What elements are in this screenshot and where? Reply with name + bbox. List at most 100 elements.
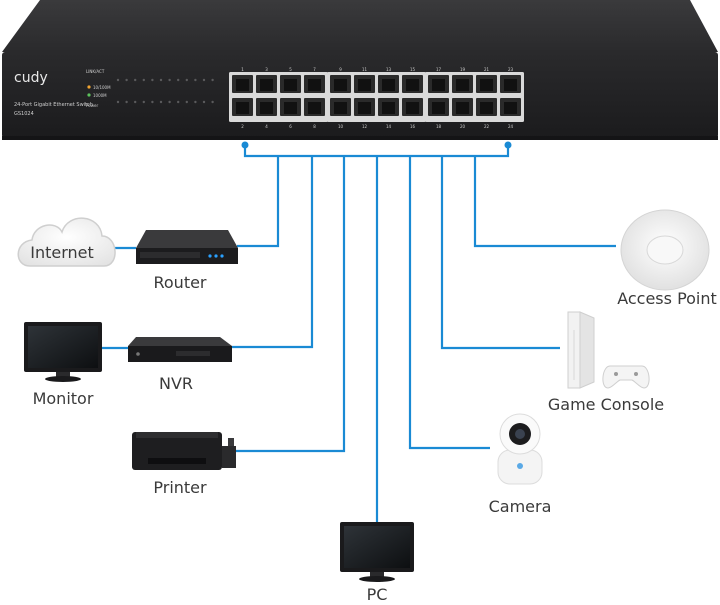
gamepad-icon (602, 365, 650, 389)
port-number-label: 16 (410, 124, 416, 129)
port-led (134, 78, 137, 82)
port-led (168, 100, 171, 104)
port-number-label: 23 (508, 67, 514, 72)
port-bank (327, 72, 426, 122)
game-console-label: Game Console (548, 395, 664, 414)
port-number-label: 10 (338, 124, 344, 129)
port-led (151, 100, 154, 104)
port-led (125, 78, 128, 82)
port-number-label: 11 (362, 67, 368, 72)
port-number-label: 21 (484, 67, 490, 72)
wire-router (237, 156, 280, 248)
port-socket (456, 102, 469, 114)
pc-label: PC (367, 585, 388, 604)
port-number-label: 20 (460, 124, 466, 129)
port-socket (284, 102, 297, 114)
switch-top (2, 0, 718, 52)
port-led (159, 100, 163, 104)
port-led (134, 100, 137, 104)
switch-model-code: GS1024 (14, 111, 34, 117)
wire-printer (236, 156, 346, 453)
port-led (159, 78, 163, 82)
led-legend-10-100m: 10/100M (93, 85, 111, 90)
port-bank (229, 72, 328, 122)
port-led (116, 100, 120, 104)
switch-model-line: 24-Port Gigabit Ethernet Switch (14, 102, 93, 108)
nvr-label: NVR (159, 374, 193, 393)
port-number-label: 3 (265, 67, 268, 72)
led-indicator-10-100m (87, 85, 91, 89)
port-socket (358, 79, 371, 91)
port-led (125, 100, 128, 104)
port-number-label: 19 (460, 67, 466, 72)
port-socket (236, 102, 249, 114)
wire-game-console (440, 156, 560, 350)
port-led (194, 78, 197, 82)
led-legend-power: Power (86, 103, 98, 108)
port-number-label: 8 (313, 124, 316, 129)
port-socket (260, 102, 273, 114)
port-led (211, 78, 214, 82)
port-led (211, 100, 214, 104)
port-number-label: 4 (265, 124, 268, 129)
port-socket (382, 102, 395, 114)
port-number-label: 7 (313, 67, 316, 72)
port-socket (334, 79, 347, 91)
port-number-label: 5 (289, 67, 292, 72)
monitor-label: Monitor (33, 389, 94, 408)
camera-icon (497, 413, 543, 485)
port-socket (432, 79, 445, 91)
port-socket (504, 102, 517, 114)
wire-nvr (232, 156, 314, 349)
connection-wires (102, 141, 616, 522)
port-socket (406, 102, 419, 114)
port-number-label: 9 (339, 67, 342, 72)
port-number-label: 15 (410, 67, 416, 72)
router-icon (136, 230, 238, 264)
port-socket (236, 79, 249, 91)
port-number-label: 6 (289, 124, 292, 129)
access-point-icon (620, 209, 710, 291)
port-socket (480, 79, 493, 91)
port-socket (308, 102, 321, 114)
wire-access-point (473, 156, 616, 248)
port-number-label: 17 (436, 67, 442, 72)
port-led (142, 100, 145, 104)
port-number-label: 12 (362, 124, 368, 129)
network-switch: cudy 24-Port Gigabit Ethernet Switch GS1… (2, 0, 718, 140)
port-led (168, 78, 171, 82)
port-bank (425, 72, 524, 122)
port-led (185, 100, 188, 104)
led-legend-1000m: 1000M (93, 93, 107, 98)
port-socket (432, 102, 445, 114)
printer-icon (132, 432, 236, 470)
port-socket (358, 102, 371, 114)
pc-monitor-icon (340, 522, 414, 582)
led-indicator-1000m (87, 93, 91, 97)
port-number-label: 18 (436, 124, 442, 129)
monitor-icon (24, 322, 102, 382)
led-grid (116, 78, 214, 104)
port-socket (504, 79, 517, 91)
port-led (202, 78, 206, 82)
port-number-label: 14 (386, 124, 392, 129)
port-socket (284, 79, 297, 91)
port-led (151, 78, 154, 82)
port-led (202, 100, 206, 104)
router-label: Router (153, 273, 206, 292)
port-socket (406, 79, 419, 91)
port-number-label: 24 (508, 124, 514, 129)
port-number-label: 2 (241, 124, 244, 129)
port-socket (456, 79, 469, 91)
port-led (185, 78, 188, 82)
port-socket (260, 79, 273, 91)
port-led (194, 100, 197, 104)
port-led (177, 100, 180, 104)
port-socket (334, 102, 347, 114)
port-led (177, 78, 180, 82)
port-led (116, 78, 120, 82)
port-number-label: 1 (241, 67, 244, 72)
nvr-icon (128, 337, 232, 362)
port-number-label: 13 (386, 67, 392, 72)
